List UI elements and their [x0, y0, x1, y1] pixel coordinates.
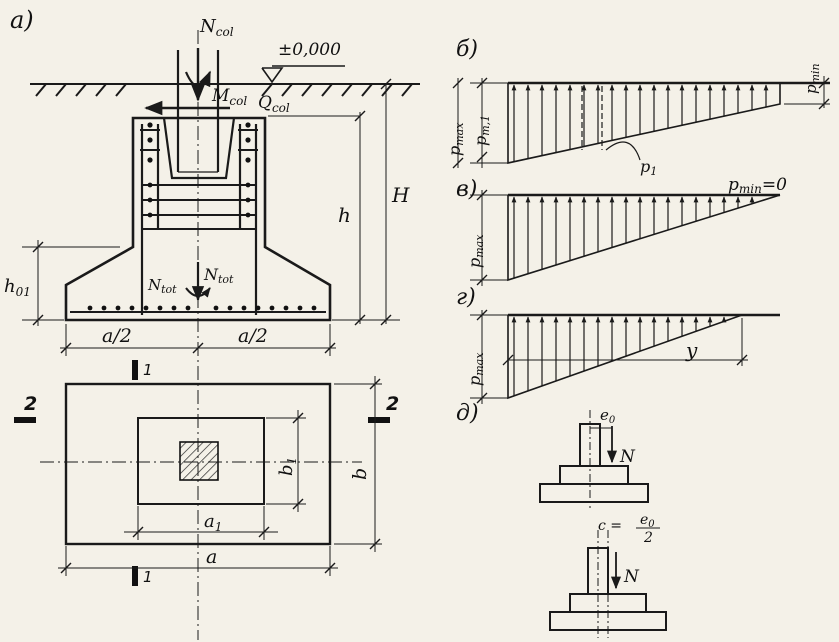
panel-d-stepped: д) e0 N c = e0 2 N [456, 401, 667, 638]
dimension-b1: b1 [266, 410, 306, 512]
dim-h-label: h [338, 203, 351, 227]
p-max-g-label: pmax [465, 352, 486, 386]
panel-label-b: б) [456, 37, 478, 62]
p-min-label: pmin [802, 63, 822, 94]
stepped-footing-lower: c = e0 2 N [549, 512, 667, 638]
dim-H-label: H [391, 183, 410, 207]
n-col-label: Ncol [199, 16, 234, 39]
dimension-h01: h01 [4, 240, 120, 326]
column-socket [162, 117, 236, 180]
section-1-top-label: 1 [143, 361, 153, 379]
dim-a-half-right: a/2 [238, 325, 268, 347]
foundation-outline [64, 116, 332, 322]
dim-h01-label: h01 [4, 276, 31, 299]
p1-label: p1 [640, 157, 657, 178]
panel-b-trapezoid: б) pmax pm,1 p1 pmin [445, 37, 830, 178]
panel-v-triangle: в) pmax pmin=0 [456, 175, 787, 286]
panel-label-a: a) [10, 6, 34, 34]
ground-line [30, 83, 420, 97]
panel-a-section: a) ±0,000 [4, 6, 420, 640]
section-2-right-label: 2 [386, 393, 399, 415]
dimension-a: a [58, 546, 338, 576]
pedestal-outline [137, 417, 265, 505]
section-2-right-marker [368, 417, 390, 423]
pressure-arrows-v [511, 196, 755, 279]
dim-a1-label: a1 [204, 511, 222, 534]
n-d1-label: N [619, 447, 636, 467]
c-den-label: 2 [643, 530, 653, 546]
panel-a-plan: 1 1 2 2 b b1 [14, 360, 399, 586]
dimension-a1: a1 [124, 506, 278, 540]
y-label: y [685, 338, 698, 362]
section-2-left-marker [14, 417, 36, 423]
n-tot-label-right: Ntot [203, 265, 234, 286]
dimension-b: b [334, 376, 382, 552]
n-d2-label: N [623, 567, 640, 587]
base-slab-outline [64, 382, 332, 546]
p-min-zero-label: pmin=0 [728, 175, 787, 196]
panel-label-v: в) [456, 177, 477, 202]
level-mark: ±0,000 [261, 40, 345, 84]
p-m1-label: pm,1 [471, 115, 492, 146]
dim-b1-label: b1 [276, 457, 299, 476]
section-1-top-marker [132, 360, 138, 380]
section-1-bottom-marker [132, 566, 138, 586]
stepped-footing-upper: e0 N [539, 406, 649, 508]
dimension-h-H: h H [268, 78, 410, 326]
pressure-arrows-g [511, 316, 727, 396]
p-max-v-label: pmax [465, 234, 486, 268]
panel-g-partial: г) pmax y [456, 285, 780, 404]
column [176, 50, 220, 173]
panel-label-d: д) [456, 401, 479, 426]
panel-label-g: г) [456, 285, 476, 310]
e0-label: e0 [600, 406, 616, 426]
column-loads: Ncol Mcol Qcol [144, 16, 290, 116]
pressure-arrows-b [511, 84, 769, 162]
p-max-b-label: pmax [445, 122, 466, 156]
m-col-label: Mcol [211, 86, 247, 108]
c-num-label: e0 [640, 512, 655, 530]
n-tot-label-left: Ntot [147, 276, 177, 296]
rebar-dots [87, 122, 317, 311]
c-eq-label: c = [598, 518, 622, 534]
dim-a-label: a [206, 546, 217, 568]
section-1-bottom-label: 1 [143, 568, 153, 586]
ground-level-label: ±0,000 [278, 40, 341, 60]
rebar-vertical [140, 124, 258, 315]
column-hatched [179, 441, 219, 481]
base-loads: Ntot Ntot [147, 262, 234, 302]
q-col-label: Qcol [258, 93, 290, 115]
dim-b-label: b [349, 468, 371, 480]
dim-a-half-left: a/2 [102, 325, 132, 347]
dimension-a-half: a/2 a/2 [60, 324, 336, 356]
section-2-left-label: 2 [24, 393, 37, 415]
